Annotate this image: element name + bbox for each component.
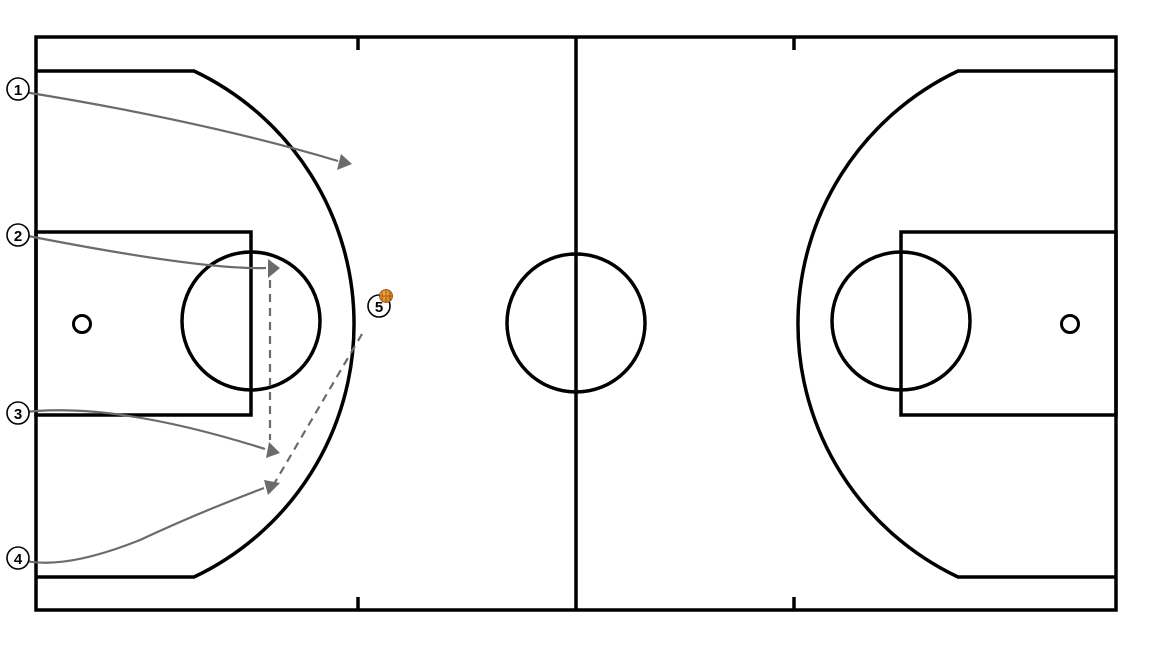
player-2-label: 2 (14, 228, 22, 245)
player-3-label: 3 (14, 406, 22, 423)
cut-player-2 (17, 232, 280, 278)
player-4-label: 4 (14, 551, 23, 568)
pass-5-to-4 (273, 333, 363, 485)
right-free-throw-circle (830, 250, 972, 392)
player-5[interactable]: 5 (367, 289, 393, 318)
right-key (899, 230, 1118, 417)
right-half-court (796, 69, 1118, 579)
player-2[interactable]: 2 (6, 223, 30, 247)
cut-player-3 (17, 409, 280, 458)
left-basket (72, 314, 92, 334)
cut-player-4 (17, 480, 280, 564)
player-3[interactable]: 3 (6, 401, 30, 425)
left-key (34, 230, 253, 417)
cut-player-1 (17, 89, 352, 170)
player-movements (17, 89, 352, 564)
player-1[interactable]: 1 (6, 77, 30, 101)
passes (268, 280, 363, 485)
player-1-label: 1 (14, 82, 22, 99)
right-basket (1060, 314, 1080, 334)
player-5-label: 5 (375, 299, 383, 316)
sideline-ticks (356, 37, 796, 610)
left-three-point-line (36, 69, 356, 579)
center-circle (505, 252, 647, 394)
left-free-throw-circle (180, 250, 322, 392)
right-three-point-line (796, 69, 1116, 579)
player-4[interactable]: 4 (6, 546, 30, 570)
basketball-icon (379, 289, 393, 303)
left-half-court (34, 69, 356, 579)
